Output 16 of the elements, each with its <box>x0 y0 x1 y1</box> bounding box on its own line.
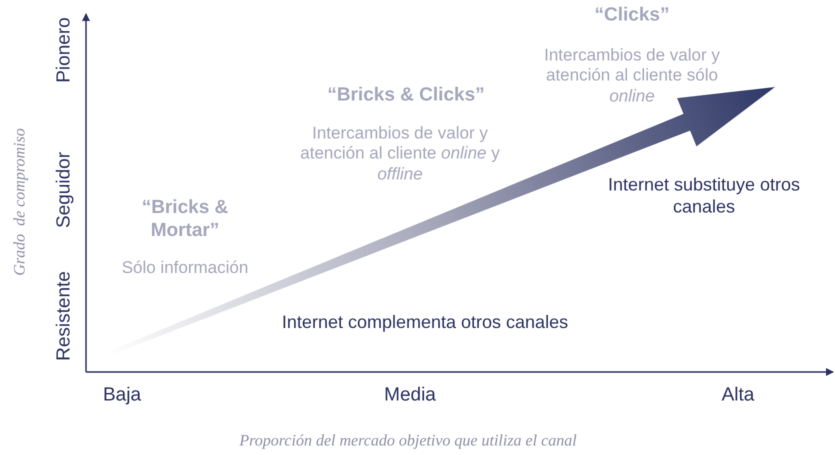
axis-tick-label: Alta <box>722 384 754 408</box>
annotation-text: Internet substituye otros canales <box>606 174 802 218</box>
axis-tick-label: Seguidor <box>54 152 76 228</box>
annotation-text: Internet complementa otros canales <box>280 312 570 334</box>
axis-title: Grado de compromiso <box>10 128 30 276</box>
category-heading: “Bricks & Clicks” <box>326 84 486 108</box>
description-text: Intercambios de valor y atención al cliente sólo online <box>543 45 721 107</box>
description-text: Intercambios de valor y atención al cliente online y offline <box>299 123 501 185</box>
axis-tick-label: Baja <box>102 384 142 408</box>
axis-title: Proporción del mercado objetivo que utiliza el canal <box>239 431 577 451</box>
axis-tick-label: Resistente <box>54 271 76 361</box>
axis-tick-label: Media <box>384 384 436 408</box>
description-text: Sólo información <box>120 258 250 278</box>
axis-tick-label: Pionero <box>54 17 76 83</box>
category-heading: “Clicks” <box>594 4 670 28</box>
category-heading: “Bricks & Mortar” <box>140 197 230 243</box>
